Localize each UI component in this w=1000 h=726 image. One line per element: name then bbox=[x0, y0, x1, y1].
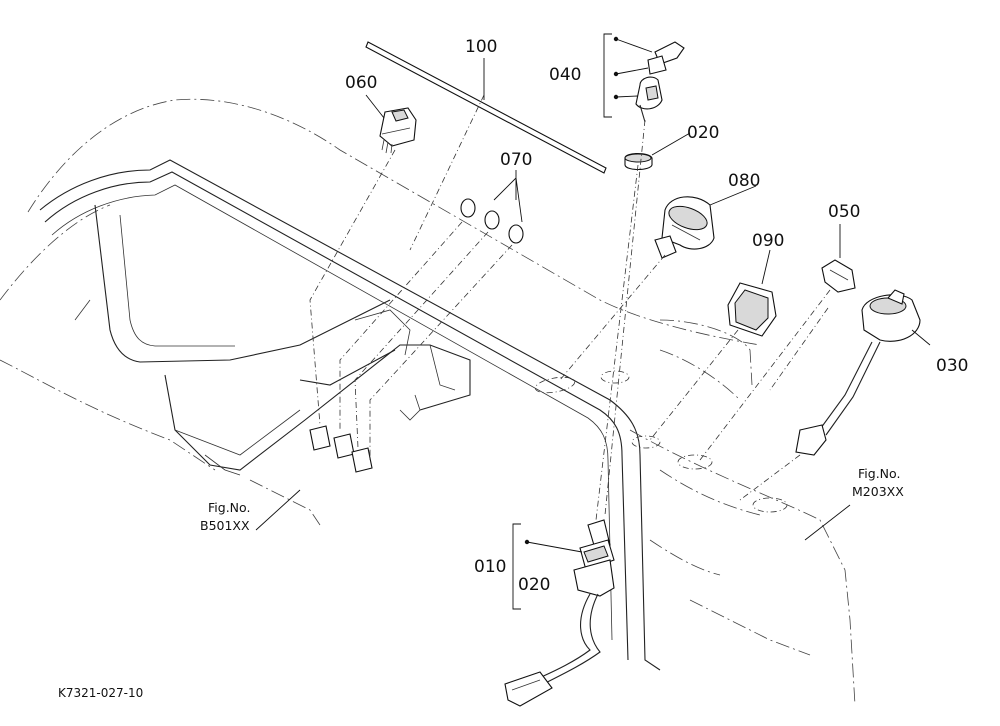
label-020-bottom: 020 bbox=[518, 575, 550, 595]
label-020-top: 020 bbox=[687, 123, 719, 143]
bulbs-070 bbox=[460, 198, 524, 244]
drawing-id: K7321-027-10 bbox=[58, 686, 143, 700]
label-030: 030 bbox=[936, 356, 968, 376]
label-010: 010 bbox=[474, 557, 506, 577]
figure-ref-right: Fig.No. M203XX bbox=[852, 466, 904, 499]
label-100: 100 bbox=[465, 37, 497, 57]
label-060: 060 bbox=[345, 73, 377, 93]
fig-ref-right-line1: Fig.No. bbox=[858, 466, 900, 481]
dashboard-panel-outline bbox=[0, 98, 856, 706]
bulb-holders bbox=[309, 425, 373, 473]
key-switch-040 bbox=[635, 41, 685, 123]
fig-ref-left-line2: B501XX bbox=[200, 518, 250, 533]
callout-bracket-040 bbox=[603, 33, 653, 118]
switch-030 bbox=[795, 289, 921, 456]
pad-090 bbox=[727, 282, 777, 337]
label-050: 050 bbox=[828, 202, 860, 222]
switch-010 bbox=[504, 519, 615, 707]
panel-openings bbox=[534, 370, 788, 513]
callout-labels: 100 060 040 020 070 080 050 090 030 010 … bbox=[345, 37, 968, 595]
nut-020-top bbox=[624, 152, 653, 171]
label-040: 040 bbox=[549, 65, 581, 85]
fig-ref-left-line1: Fig.No. bbox=[208, 500, 250, 515]
clip-050 bbox=[821, 259, 856, 293]
callout-bracket-010 bbox=[512, 523, 583, 610]
trim-strip-100 bbox=[365, 41, 607, 174]
label-090: 090 bbox=[752, 231, 784, 251]
figure-ref-left: Fig.No. B501XX bbox=[200, 500, 250, 533]
socket-060 bbox=[379, 107, 417, 154]
label-070: 070 bbox=[500, 150, 532, 170]
leader-lines bbox=[255, 58, 931, 541]
fig-ref-right-line2: M203XX bbox=[852, 484, 904, 499]
switch-080 bbox=[654, 196, 715, 259]
label-080: 080 bbox=[728, 171, 760, 191]
assembly-lines bbox=[309, 94, 831, 521]
